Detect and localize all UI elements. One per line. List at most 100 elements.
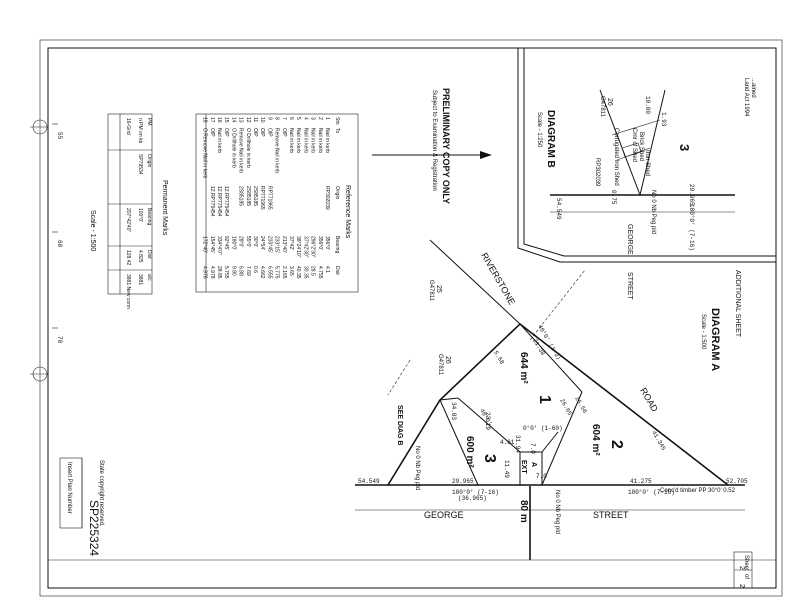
permanent-marks-header: Bearing bbox=[146, 208, 152, 225]
ext-label: EXT bbox=[520, 460, 527, 474]
reference-marks-cell: Nail in kerb bbox=[302, 128, 308, 153]
svg-text:55: 55 bbox=[56, 132, 63, 140]
diagram-b-lot26-plan: G47811 bbox=[599, 96, 605, 118]
reference-marks-cell: 2S85185 bbox=[245, 186, 251, 206]
permanent-marks-title: Permanent Marks bbox=[161, 180, 168, 236]
reference-marks-cell: 12.RP775454 bbox=[216, 186, 222, 217]
preliminary-stamp: PRELIMINARY COPY ONLY Subject to Examina… bbox=[431, 88, 451, 204]
road-width: 80 m bbox=[518, 500, 529, 523]
reference-marks-cell: 233°15' bbox=[274, 236, 280, 253]
reference-marks-cell: 16 bbox=[216, 117, 222, 123]
reference-marks-table: Reference Marks StnToOriginBearingDist1N… bbox=[195, 113, 359, 293]
reference-marks-cell: 18 bbox=[202, 117, 208, 123]
dimension-label: 26.65 bbox=[558, 398, 573, 417]
reference-marks-cell: 30.35 bbox=[302, 266, 308, 279]
diagram-b-lot3: 3 bbox=[677, 144, 692, 151]
diagram-b-dim: 29.965 bbox=[688, 184, 695, 206]
reference-marks-cell: 2 bbox=[317, 117, 323, 120]
reference-marks-cell: Remove Nail in kerb bbox=[238, 128, 244, 173]
svg-text:60: 60 bbox=[56, 240, 63, 248]
insert-plan-label: Insert Plan Number bbox=[66, 462, 72, 514]
diagram-a-scale: Scale - 1:500 bbox=[700, 314, 706, 350]
diagram-b-dim: 180°0' (7-16) bbox=[688, 204, 695, 251]
reference-marks-cell: 12.RP775454 bbox=[209, 186, 215, 217]
permanent-marks-header: Origin bbox=[146, 154, 152, 168]
reference-marks-cell: 92°45' bbox=[223, 236, 229, 250]
reference-marks-cell: 2S85185 bbox=[252, 186, 258, 206]
dimension-label: 34.83 bbox=[450, 402, 457, 420]
dimension-label: 41.275 bbox=[630, 478, 652, 485]
reference-marks-cell: Nail in kerb bbox=[216, 128, 222, 153]
lot-2-number: 2 bbox=[608, 440, 625, 449]
reference-marks-cell: 7 bbox=[281, 117, 287, 120]
dimension-label: 31.94 bbox=[514, 435, 521, 453]
reference-marks-cell: 2S85185 bbox=[238, 186, 244, 206]
lot-1-number: 1 bbox=[536, 395, 553, 404]
reference-marks-cell: OIP bbox=[266, 128, 272, 137]
permanent-marks-cell: SP79534 bbox=[137, 154, 143, 175]
reference-marks-cell: 213°40' bbox=[281, 236, 287, 253]
see-diagram-b: SEE DIAG B bbox=[396, 405, 403, 445]
dimension-label: 180°0' (7-16) bbox=[628, 489, 675, 496]
plan-number: SP225324 bbox=[87, 500, 101, 556]
permanent-marks-table: Permanent Marks PMOriginBearingDista/cn … bbox=[107, 113, 168, 309]
reference-marks-cell: 24°54' bbox=[259, 236, 265, 250]
reference-marks-header: Origin bbox=[334, 186, 340, 200]
permanent-marks-cell: 207°42'40" bbox=[125, 208, 131, 232]
reference-marks-cell: O Remove Nail in kerb bbox=[202, 128, 208, 179]
diagram-b-border bbox=[517, 48, 776, 263]
permanent-marks-cell: 128.42 bbox=[125, 250, 131, 266]
reference-marks-cell: 37°42'30" bbox=[302, 236, 308, 258]
lot-26-number: 26 bbox=[444, 356, 451, 364]
reference-marks-cell: 4.662 bbox=[259, 266, 265, 279]
permanent-marks-cell: 100°0' bbox=[137, 208, 143, 222]
copyright-note: State copyright reserved. bbox=[98, 460, 104, 527]
diagram-b-scale: Scale - 1:250 bbox=[536, 112, 542, 148]
reference-marks-cell: 13 bbox=[238, 117, 244, 123]
reference-marks-cell: 14 bbox=[230, 117, 236, 123]
reference-marks-header: To bbox=[334, 128, 340, 134]
reference-marks-cell: Nail in kerb bbox=[317, 128, 323, 153]
reference-marks-cell: 4 bbox=[302, 117, 308, 120]
diagram-b-note: Brick Shed bbox=[638, 132, 644, 161]
permanent-marks-header: a/c bbox=[146, 274, 152, 281]
reference-marks-cell: 4.978 bbox=[209, 266, 215, 279]
reference-marks-cell: OIP bbox=[252, 128, 258, 137]
reference-marks-cell: 233°45' bbox=[266, 236, 272, 253]
additional-sheet-label: ADDITIONAL SHEET bbox=[734, 270, 741, 338]
dimension-label: 54.549 bbox=[358, 478, 380, 485]
reference-marks-cell: 55°0' bbox=[245, 236, 251, 247]
reference-marks-cell: 9 bbox=[266, 117, 272, 120]
reference-marks-cell: 356°0' bbox=[317, 236, 323, 250]
reference-marks-cell: 172°40' bbox=[202, 236, 208, 253]
reference-marks-cell: RP771965 bbox=[259, 186, 265, 210]
main-scale: Scale - 1:500 bbox=[89, 210, 96, 251]
diagram-b-dim: 1.93 bbox=[660, 112, 667, 127]
reference-marks-cell: 296°2'30" bbox=[310, 236, 316, 258]
road-name-left: RIVERSTONE bbox=[479, 251, 517, 307]
diagram-a: RIVERSTONE ROAD GEORGE STREET 80 m 1 644… bbox=[355, 239, 748, 560]
reference-marks-cell: 30°0' bbox=[252, 236, 258, 247]
reference-marks-cell: 6.555 bbox=[266, 266, 272, 279]
reference-marks-cell: 3.65 bbox=[288, 266, 294, 276]
lot-26-plan: G47811 bbox=[437, 354, 443, 376]
sheet-number: 2 bbox=[738, 566, 745, 570]
reference-marks-header: Bearing bbox=[334, 236, 340, 253]
reference-marks-cell: 6 bbox=[288, 117, 294, 120]
reference-marks-cell: OIP bbox=[209, 128, 215, 137]
reference-marks-cell: Remove Nail in kerb bbox=[274, 128, 280, 173]
reference-marks-cell: 38°24'10" bbox=[295, 236, 301, 258]
reference-marks-cell: 37°42' bbox=[288, 236, 294, 250]
reference-marks-cell: RP771965 bbox=[266, 186, 272, 210]
reference-marks-cell: 5.755 bbox=[223, 266, 229, 279]
diagram-b: DIAGRAM B Scale - 1:250 3 26 G47811 GEOR… bbox=[517, 48, 776, 300]
reference-marks-cell: 180°0' bbox=[230, 236, 236, 250]
reference-marks-title: Reference Marks bbox=[344, 185, 351, 239]
street-name-right: STREET bbox=[593, 510, 629, 520]
dimension-label: 7.0 bbox=[529, 443, 536, 454]
sheet-of-label: of bbox=[743, 574, 749, 579]
reference-marks-header: Dist bbox=[334, 266, 340, 275]
dimension-label: 0°0' (1-60) bbox=[523, 425, 563, 432]
reference-marks-cell: 4.755 bbox=[317, 266, 323, 279]
diagram-b-dim: 54.549 bbox=[555, 198, 562, 220]
